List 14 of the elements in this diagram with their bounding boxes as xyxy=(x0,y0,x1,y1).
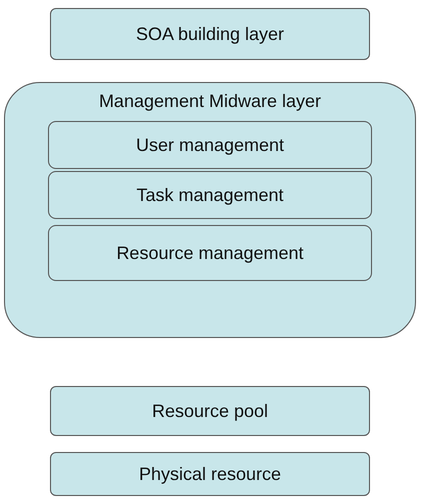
layer-box xyxy=(50,8,370,60)
layer-label: Resource pool xyxy=(150,401,270,422)
module-box xyxy=(48,171,372,219)
layer-label: Resource management xyxy=(115,243,305,264)
layer-box xyxy=(50,452,370,496)
layer-title: Management Midware layer xyxy=(98,91,322,112)
layer-label: Physical resource xyxy=(138,464,282,485)
module-box xyxy=(48,225,372,281)
module-box xyxy=(48,121,372,169)
layer-label: User management xyxy=(134,135,286,156)
layer-label: Task management xyxy=(135,185,285,206)
layer-label: SOA building layer xyxy=(134,24,286,45)
layer-container xyxy=(4,82,416,338)
layer-box xyxy=(50,386,370,436)
